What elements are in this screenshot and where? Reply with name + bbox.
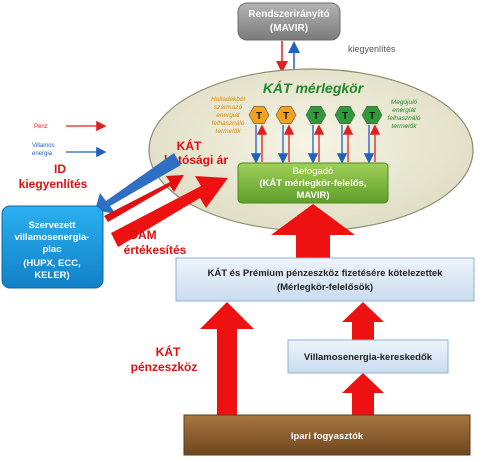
producer-3: T: [305, 106, 327, 164]
svg-text:felhasználó: felhasználó: [212, 120, 245, 127]
obligated-line2: (Mérlegkör-felelősök): [277, 282, 373, 293]
producer-hexagon: [248, 106, 270, 124]
svg-text:Szervezett: Szervezett: [29, 220, 77, 231]
kat-fund-line2: pénzeszköz: [131, 360, 198, 374]
balancing-label: kiegyenlítés: [348, 44, 396, 54]
producer-2: T: [275, 106, 297, 164]
kat-official-price-line1: KÁT: [177, 138, 202, 153]
befogado-line2: (KÁT mérlegkör-felelős,: [259, 178, 366, 189]
legend-money-label: Pénz: [34, 124, 48, 130]
consumer-to-obligated-arrow: [200, 302, 254, 415]
money-id-arrow: [104, 175, 184, 222]
kat-balance-group-title: KÁT mérlegkör: [263, 80, 365, 96]
svg-text:villamosenergia-: villamosenergia-: [15, 232, 90, 243]
energy-to-market-arrow: [95, 153, 181, 214]
producer-hexagon: [361, 106, 383, 124]
system-operator-box: [237, 2, 341, 41]
befogado-line3: MAVIR): [296, 190, 329, 201]
obligated-parties-box: [175, 257, 475, 302]
producer-label: T: [256, 111, 262, 122]
producer-1: T: [248, 106, 270, 164]
left-producer-note: Hulladékból származó energiát felhasznál…: [211, 96, 246, 135]
producer-4: T: [334, 106, 356, 164]
producer-label: T: [283, 111, 289, 122]
right-producer-note: Megújuló energiát felhasználó termelők: [388, 99, 421, 130]
legend-energy-label2: energia: [32, 151, 53, 157]
consumer-to-trader-arrow: [342, 373, 384, 415]
traders-box: [287, 339, 449, 374]
svg-text:származó: származó: [214, 104, 243, 111]
id-balancing-line2: kiegyenlítés: [19, 177, 88, 191]
consumers-label: Ipari fogyasztók: [291, 431, 364, 442]
system-operator-line2: (MAVIR): [270, 23, 308, 34]
trader-to-obligated-arrow: [342, 302, 384, 340]
producer-label: T: [369, 111, 375, 122]
producer-label: T: [342, 111, 348, 122]
svg-text:Hulladékból: Hulladékból: [211, 96, 246, 103]
svg-text:(HUPX, ECC,: (HUPX, ECC,: [23, 258, 81, 269]
obligated-line1: KÁT és Prémium pénzeszköz fizetésére köt…: [208, 268, 444, 279]
producer-hexagon: [334, 106, 356, 124]
consumers-box: [183, 414, 471, 456]
svg-text:KELER): KELER): [34, 270, 69, 281]
svg-text:energiát: energiát: [216, 112, 241, 119]
producer-hexagon: [305, 106, 327, 124]
id-balancing-line1: ID: [54, 162, 66, 176]
svg-text:energiát: energiát: [392, 107, 417, 114]
market-box: [1, 205, 104, 289]
system-operator-line1: Rendszerirányító: [248, 9, 329, 20]
market-exchange-arrows: [95, 153, 228, 247]
svg-text:termelők: termelők: [216, 128, 242, 135]
legend-energy-label1: Villamos: [32, 143, 55, 149]
befogado-line1: Befogadó: [293, 166, 334, 177]
producer-hexagon: [275, 106, 297, 124]
dam-sales-arrow: [111, 176, 228, 247]
svg-text:Megújuló: Megújuló: [391, 99, 418, 106]
svg-text:felhasználó: felhasználó: [388, 115, 421, 122]
money-to-befogado-arrow: [271, 204, 355, 258]
kat-fund-line1: KÁT: [156, 344, 181, 359]
svg-text:piac: piac: [42, 244, 61, 255]
svg-text:termelők: termelők: [392, 123, 418, 130]
producer-label: T: [313, 111, 319, 122]
dam-line1: DAM: [129, 228, 156, 242]
dam-line2: értékesítés: [124, 243, 187, 257]
market-box-text: Szervezett villamosenergia- piac (HUPX, …: [15, 220, 90, 281]
befogado-box: [237, 162, 389, 204]
traders-label: Villamosenergia-kereskedők: [304, 352, 433, 363]
producer-5: T: [361, 106, 383, 164]
